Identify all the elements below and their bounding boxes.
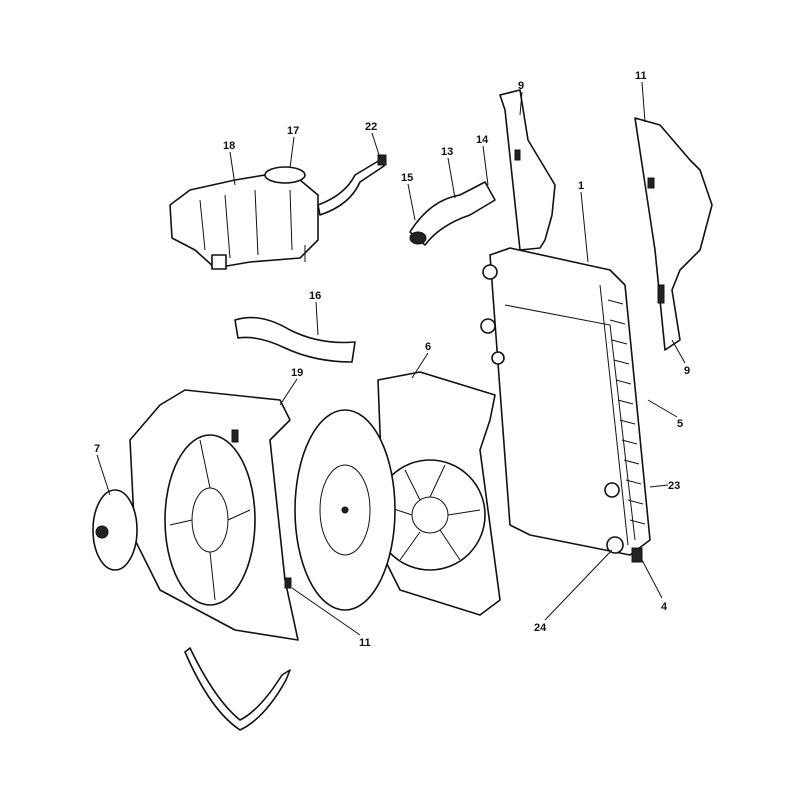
callout-1: 1 [578, 180, 584, 192]
callout-9: 9 [518, 80, 524, 92]
callout-13: 13 [441, 146, 453, 158]
radiator-bracket-left [499, 89, 556, 251]
fan-clutch [294, 409, 396, 611]
callout-4: 4 [661, 601, 668, 613]
wiring-harness [184, 647, 291, 731]
coolant-reservoir [169, 154, 387, 270]
callout-11b: 11 [359, 637, 371, 649]
callout-7: 7 [94, 443, 100, 455]
callout-11: 11 [635, 70, 647, 82]
callout-5: 5 [677, 418, 683, 430]
radiator [480, 247, 651, 563]
lower-radiator-hose [234, 316, 356, 363]
callout-22: 22 [365, 121, 377, 133]
air-deflector-right [634, 117, 713, 351]
fan-blade-7 [92, 489, 138, 571]
callout-9b: 9 [684, 365, 690, 377]
callouts: 9 11 17 22 18 13 14 15 1 16 6 9 19 5 7 2… [94, 70, 690, 649]
callout-18: 18 [223, 140, 235, 152]
callout-16: 16 [309, 290, 321, 302]
callout-6: 6 [425, 341, 431, 353]
fan-shroud-19 [129, 389, 299, 641]
callout-24: 24 [534, 622, 547, 634]
callout-23: 23 [668, 480, 680, 492]
upper-radiator-hose [409, 181, 496, 246]
fan-shroud-6 [374, 371, 501, 616]
callout-17: 17 [287, 125, 299, 137]
callout-14: 14 [476, 134, 489, 146]
leader-lines [96, 81, 686, 636]
callout-19: 19 [291, 367, 303, 379]
callout-15: 15 [401, 172, 413, 184]
